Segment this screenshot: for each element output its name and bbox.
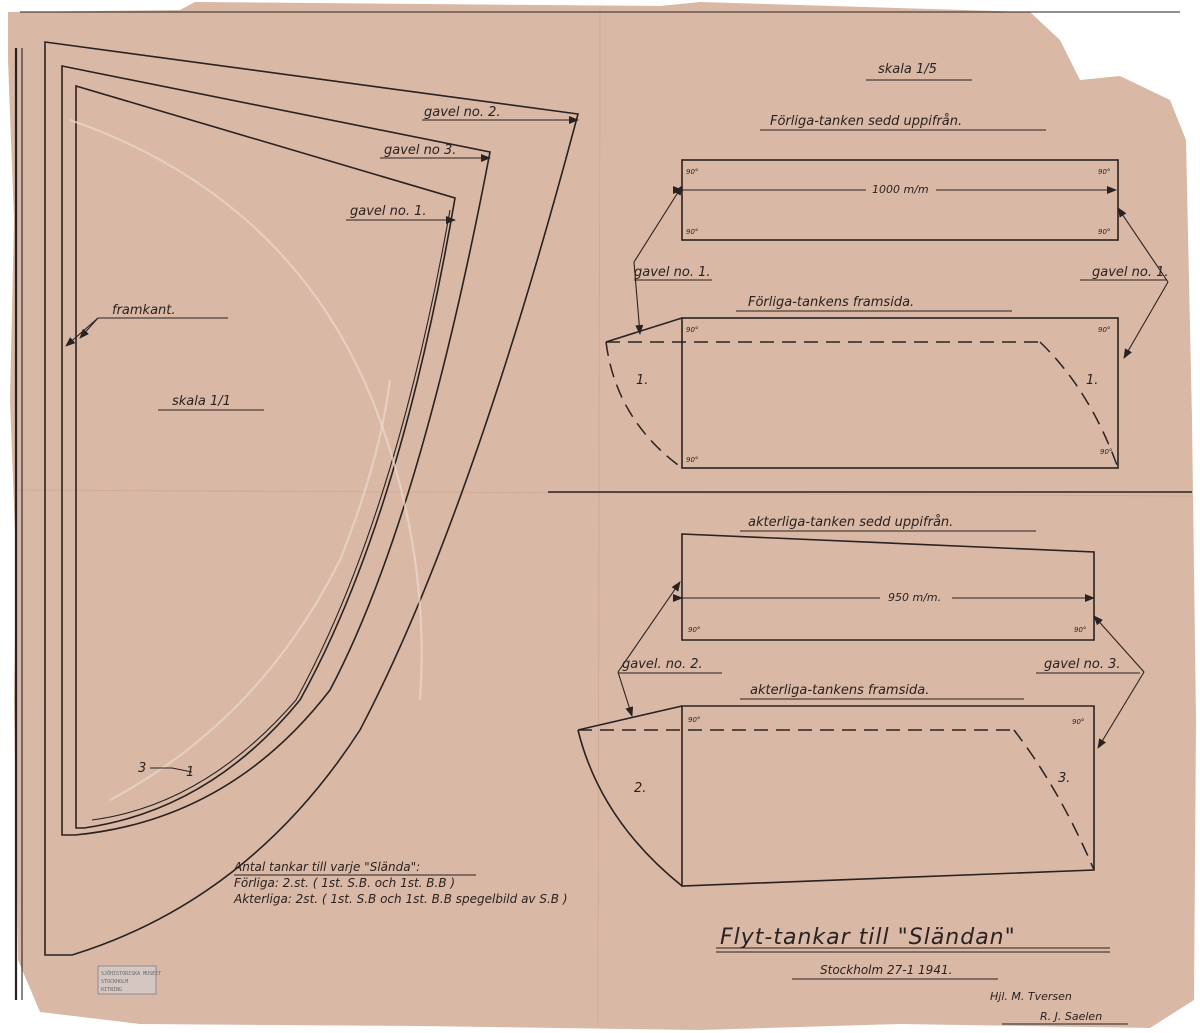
- chalk-curve: [109, 379, 392, 801]
- gable-outline-1: [75, 84, 456, 829]
- label-gavel-no2-left: gavel no. 2.: [424, 105, 501, 120]
- forliga-top-title: Förliga-tanken sedd uppifrån.: [770, 114, 962, 129]
- dimension-mask: [880, 588, 952, 604]
- akterliga-gavel-callouts: gavel. no. 2. gavel no. 3.: [617, 581, 1145, 749]
- forliga-top-view: Förliga-tanken sedd uppifrån. 1000 m/m 9…: [673, 114, 1119, 241]
- drawing-title: Flyt-tankar till "Sländan": [720, 925, 1016, 950]
- marker-dash: [171, 767, 193, 773]
- arrow-gavel1-left-up: [633, 185, 683, 263]
- angle-90: 90°: [686, 456, 698, 464]
- arrow-gavel1-left-down: [633, 261, 644, 335]
- label-framkant: framkant.: [112, 303, 176, 318]
- angle-90: 90°: [686, 326, 698, 334]
- dimension-950: 950 m/m.: [888, 591, 941, 604]
- notes-forliga: Förliga: 2.st. ( 1st. S.B. och 1st. B.B …: [234, 876, 455, 890]
- fold-crease: [597, 5, 601, 1027]
- chalk-curve: [69, 118, 423, 701]
- stamp-box: [97, 965, 157, 995]
- akter-right-gable-curve: [1013, 729, 1095, 871]
- paper-background: [8, 2, 1196, 1030]
- label-gavel-no1-b: gavel no. 1.: [1092, 265, 1169, 280]
- gable-inner-edge: [91, 209, 451, 821]
- akterliga-top-shape: [681, 533, 1095, 641]
- stamp-line-1: SJÖHISTORISKA MUSEET: [101, 970, 161, 977]
- forliga-top-rect: [681, 159, 1119, 241]
- akter-left-gable-curve: [577, 729, 683, 887]
- angle-90: 90°: [1100, 448, 1112, 456]
- angle-90: 90°: [1074, 626, 1086, 634]
- left-gable-curve: [605, 341, 683, 469]
- forliga-gavel-callouts: gavel no. 1. gavel no. 1.: [633, 185, 1169, 359]
- angle-90: 90°: [1072, 718, 1084, 726]
- angle-90: 90°: [686, 228, 698, 236]
- place-date: Stockholm 27-1 1941.: [820, 963, 952, 977]
- arrow-gavel3-up: [1093, 615, 1145, 673]
- label-gavel-no1-a: gavel no. 1.: [634, 265, 711, 280]
- title-block: Flyt-tankar till "Sländan" Stockholm 27-…: [716, 925, 1128, 1025]
- akterliga-top-view: akterliga-tanken sedd uppifrån. 950 m/m.…: [673, 515, 1095, 641]
- label-gavel-no1-left: gavel no. 1.: [350, 204, 427, 219]
- arrow-gavel2-down: [617, 671, 634, 717]
- angle-90: 90°: [688, 626, 700, 634]
- angle-90: 90°: [1098, 326, 1110, 334]
- akter-left-gable-top: [577, 705, 683, 731]
- dimension-1000: 1000 m/m: [872, 183, 929, 196]
- piece-1-right: 1.: [1086, 373, 1098, 388]
- angle-90: 90°: [688, 716, 700, 724]
- angle-90: 90°: [686, 168, 698, 176]
- dimension-mask: [866, 180, 936, 196]
- arrow-gavel1-right-down: [1123, 281, 1169, 359]
- label-gavel-no2: gavel. no. 2.: [622, 657, 703, 672]
- left-gable-top: [605, 317, 683, 343]
- notes-block: Antal tankar till varje "Slända": Förlig…: [233, 860, 568, 906]
- signature-1: Hjl. M. Tversen: [990, 990, 1072, 1003]
- piece-2: 2.: [634, 781, 646, 796]
- piece-1-left: 1.: [636, 373, 648, 388]
- label-gavel-no3-left: gavel no 3.: [384, 143, 456, 158]
- archive-stamp: SJÖHISTORISKA MUSEET STOCKHOLM RITNING: [97, 965, 161, 995]
- forliga-front-title: Förliga-tankens framsida.: [748, 295, 914, 310]
- notes-heading: Antal tankar till varje "Slända":: [233, 860, 420, 874]
- label-scale-small: skala 1/5: [878, 62, 937, 77]
- leader-framkant-arrow: [79, 317, 99, 339]
- right-gable-curve: [1039, 341, 1119, 469]
- angle-90: 90°: [1098, 168, 1110, 176]
- akterliga-top-title: akterliga-tanken sedd uppifrån.: [748, 515, 953, 530]
- fold-crease: [13, 489, 1193, 497]
- forliga-front-view: Förliga-tankens framsida. 1. 1. 90° 90° …: [605, 295, 1119, 469]
- akterliga-front-title: akterliga-tankens framsida.: [750, 683, 929, 698]
- piece-3: 3.: [1058, 771, 1070, 786]
- marker-1: 1: [186, 765, 194, 780]
- arrow-gavel3-down: [1097, 671, 1145, 749]
- stamp-line-3: RITNING: [101, 987, 122, 993]
- angle-90: 90°: [1098, 228, 1110, 236]
- arrow-gavel1-right-up: [1117, 207, 1169, 283]
- signature-2: R. J. Saelen: [1040, 1010, 1102, 1023]
- forliga-front-rect: [681, 317, 1119, 469]
- marker-3: 3: [138, 761, 146, 776]
- gable-outline-3: [61, 65, 491, 836]
- gable-outline-2: [44, 41, 580, 956]
- gable-templates: gavel no. 2. gavel no 3. gavel no. 1. fr…: [44, 41, 580, 956]
- label-gavel-no3: gavel no. 3.: [1044, 657, 1121, 672]
- label-scale-full: skala 1/1: [172, 394, 231, 409]
- akterliga-front-view: akterliga-tankens framsida. 2. 3. 90° 90…: [577, 683, 1095, 887]
- stamp-line-2: STOCKHOLM: [101, 979, 128, 985]
- notes-akterliga: Akterliga: 2st. ( 1st. S.B och 1st. B.B …: [233, 892, 568, 906]
- arrow-gavel2-up: [617, 581, 681, 673]
